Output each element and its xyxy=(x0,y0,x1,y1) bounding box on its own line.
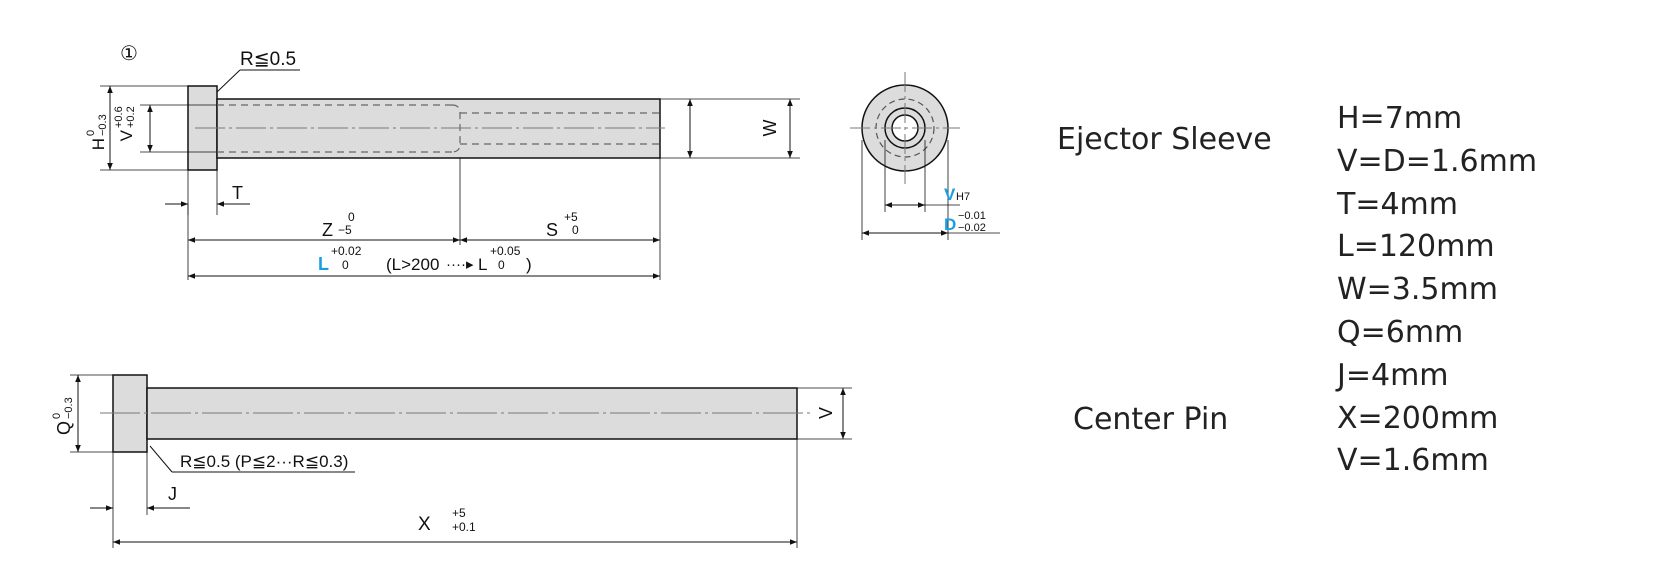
q-dimension-label: Q 0 −0.3 xyxy=(51,397,75,435)
svg-text:X: X xyxy=(418,514,431,535)
pin-radius-note: R≦0.5 (P≦2···R≦0.3) xyxy=(180,452,348,471)
view-marker: ① xyxy=(120,43,138,65)
h-dimension-label: H 0 −0.3 xyxy=(85,114,109,150)
svg-text:L: L xyxy=(318,254,329,274)
svg-text:−0.3: −0.3 xyxy=(63,397,75,419)
svg-text:0: 0 xyxy=(498,258,505,272)
center-pin-side-view: Q 0 −0.3 R≦0.5 (P≦2···R≦0.3) J X +5 +0.1… xyxy=(51,374,852,548)
svg-text:−0.02: −0.02 xyxy=(958,222,986,234)
svg-text:−0.01: −0.01 xyxy=(958,210,986,222)
svg-text:−0.3: −0.3 xyxy=(97,114,109,136)
svg-text:Q: Q xyxy=(54,421,74,435)
svg-text:Z: Z xyxy=(322,220,333,240)
param-l: L=120mm xyxy=(1337,229,1495,265)
svg-text:0: 0 xyxy=(51,413,63,419)
param-v: V=1.6mm xyxy=(1337,443,1489,479)
svg-text:W: W xyxy=(760,120,780,137)
end-v-dimension-label: V H7 xyxy=(944,185,970,204)
svg-text:+5: +5 xyxy=(452,506,466,520)
ejector-sleeve-end-view: V H7 D −0.01 −0.02 xyxy=(850,72,1000,240)
svg-text:): ) xyxy=(526,255,532,274)
svg-text:V: V xyxy=(944,185,956,204)
svg-text:+0.6: +0.6 xyxy=(113,106,125,128)
z-dimension-label: Z 0 −5 xyxy=(322,210,355,240)
parameter-list: H=7mm V=D=1.6mm T=4mm L=120mm W=3.5mm Q=… xyxy=(1337,98,1537,483)
svg-text:V: V xyxy=(117,129,136,141)
svg-text:D: D xyxy=(944,215,956,234)
param-x: X=200mm xyxy=(1337,400,1499,436)
param-q: Q=6mm xyxy=(1337,314,1464,350)
svg-text:L: L xyxy=(478,255,487,274)
svg-text:····▸: ····▸ xyxy=(446,256,474,273)
param-w: W=3.5mm xyxy=(1337,272,1498,308)
ejector-sleeve-side-view: ① R≦0.5 H 0 −0.3 V xyxy=(85,43,800,280)
pin-v-dimension-label: V xyxy=(816,407,836,419)
svg-text:0: 0 xyxy=(85,130,97,136)
l-dimension-label: L +0.02 0 (L>200 ····▸ L +0.05 0 ) xyxy=(318,244,532,274)
end-d-dimension-label: D −0.01 −0.02 xyxy=(944,210,986,234)
svg-text:0: 0 xyxy=(572,223,579,237)
svg-text:+0.05: +0.05 xyxy=(490,244,521,258)
j-dimension-label: J xyxy=(168,484,177,504)
svg-text:V: V xyxy=(816,407,836,419)
ejector-sleeve-label: Ejector Sleeve xyxy=(1057,122,1272,157)
svg-text:0: 0 xyxy=(342,258,349,272)
center-pin-label: Center Pin xyxy=(1073,402,1229,437)
svg-text:H7: H7 xyxy=(956,191,970,203)
s-dimension-label: S +5 0 xyxy=(546,210,579,240)
svg-text:+0.1: +0.1 xyxy=(452,520,476,534)
svg-text:H: H xyxy=(89,138,108,150)
svg-text:−5: −5 xyxy=(338,223,352,237)
svg-text:0: 0 xyxy=(348,210,355,224)
param-j: J=4mm xyxy=(1337,357,1449,393)
w-dimension-label: W xyxy=(760,120,780,137)
x-dimension-label: X +5 +0.1 xyxy=(418,506,476,535)
v-dimension-label: V +0.6 +0.2 xyxy=(113,106,137,141)
svg-text:(L>200: (L>200 xyxy=(386,255,439,274)
svg-text:+0.02: +0.02 xyxy=(331,244,362,258)
svg-text:+0.2: +0.2 xyxy=(125,106,137,128)
param-t: T=4mm xyxy=(1337,186,1458,222)
svg-text:+5: +5 xyxy=(564,210,578,224)
t-dimension-label: T xyxy=(232,183,243,203)
sleeve-radius-note: R≦0.5 xyxy=(240,49,296,70)
param-v-d: V=D=1.6mm xyxy=(1337,143,1538,179)
param-h: H=7mm xyxy=(1337,101,1463,136)
svg-text:S: S xyxy=(546,220,558,240)
